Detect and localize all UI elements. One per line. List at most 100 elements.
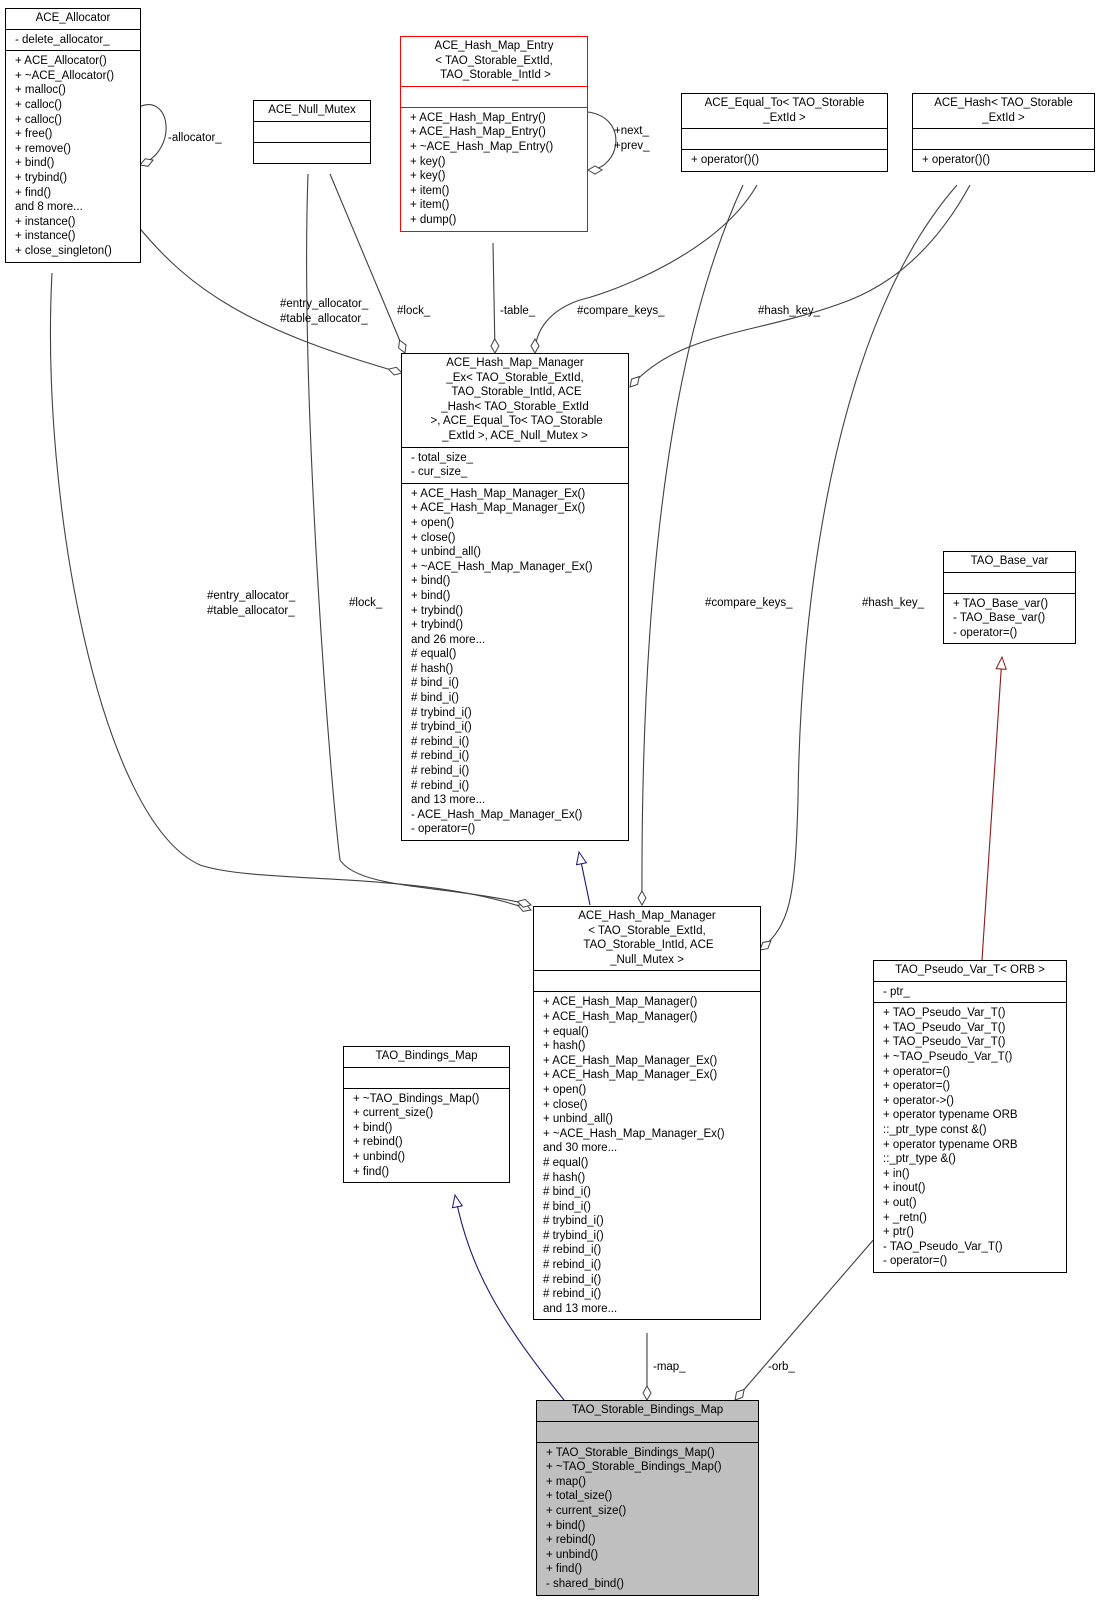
member-item: + current_size() [546,1504,627,1517]
node-operations: + TAO_Base_var()- TAO_Base_var()- operat… [944,594,1075,644]
node-ace-equal-to[interactable]: ACE_Equal_To< TAO_Storable _ExtId > + op… [681,93,888,172]
member-item: + operator()() [922,154,991,167]
member-item: # rebind_i() [543,1288,602,1301]
edge-label-allocator-self: -allocator_ [168,132,222,144]
node-tao-pseudo-var-t[interactable]: TAO_Pseudo_Var_T< ORB > - ptr_ + TAO_Pse… [873,960,1067,1273]
node-title: TAO_Bindings_Map [344,1047,509,1068]
member-item: + ACE_Hash_Map_Manager() [543,996,698,1009]
member-item: + ~TAO_Bindings_Map() [353,1092,480,1105]
member-item: + ptr() [883,1226,914,1239]
node-ace-hash[interactable]: ACE_Hash< TAO_Storable _ExtId > + operat… [912,93,1095,172]
member-item: + operator typename ORB ::_ptr_type cons… [883,1109,1018,1136]
member-item: + bind() [546,1519,586,1532]
member-item: and 13 more... [543,1302,618,1315]
allocator-self-edge [136,104,167,167]
entry-self-edge [586,111,617,175]
member-item: + _retn() [883,1211,927,1224]
member-item: + trybind() [411,604,464,617]
member-item: + dump() [410,213,457,226]
mgr-ex-inherit-edge [579,852,591,906]
member-item: + unbind_all() [411,546,482,559]
member-item: + TAO_Pseudo_Var_T() [883,1007,1006,1020]
node-title: ACE_Hash_Map_Manager < TAO_Storable_ExtI… [534,907,760,972]
node-operations: + ACE_Hash_Map_Entry()+ ACE_Hash_Map_Ent… [401,108,587,231]
entry-to-mgr-ex-edge [490,242,500,355]
node-attributes [944,573,1075,594]
member-item: + TAO_Storable_Bindings_Map() [546,1446,715,1459]
member-item: + bind() [411,589,451,602]
node-operations: + ACE_Hash_Map_Manager_Ex()+ ACE_Hash_Ma… [402,484,628,840]
node-tao-storable-bindings-map[interactable]: TAO_Storable_Bindings_Map + TAO_Storable… [536,1400,759,1596]
node-attributes [254,122,370,143]
member-item: + operator=() [883,1065,951,1078]
node-attributes: - delete_allocator_ [6,30,140,52]
base-var-inherit-edge [981,657,1002,961]
orb-edge [734,1237,876,1401]
node-attributes [537,1422,758,1443]
member-item: # bind_i() [543,1200,591,1213]
member-item: + ACE_Hash_Map_Manager_Ex() [543,1054,718,1067]
node-attributes [401,87,587,108]
member-item: # rebind_i() [543,1259,602,1272]
member-item: + TAO_Pseudo_Var_T() [883,1036,1006,1049]
member-item: + instance() [15,215,76,228]
node-attributes [344,1068,509,1089]
member-item: + find() [546,1563,583,1576]
node-attributes: - total_size_- cur_size_ [402,448,628,484]
member-item: + map() [546,1475,586,1488]
node-ace-null-mutex[interactable]: ACE_Null_Mutex [253,100,371,164]
member-item: # hash() [411,662,454,675]
member-item: + instance() [15,230,76,243]
node-attributes: - ptr_ [874,982,1066,1004]
member-item: + TAO_Base_var() [953,597,1049,610]
member-item: + in() [883,1167,910,1180]
node-ace-hash-map-manager[interactable]: ACE_Hash_Map_Manager < TAO_Storable_ExtI… [533,906,761,1321]
node-operations [254,143,370,163]
member-item: + remove() [15,142,71,155]
member-item: + ~ACE_Hash_Map_Manager_Ex() [543,1127,725,1140]
node-ace-hash-map-manager-ex[interactable]: ACE_Hash_Map_Manager _Ex< TAO_Storable_E… [401,353,629,841]
node-title: ACE_Hash_Map_Entry < TAO_Storable_ExtId,… [401,37,587,87]
member-item: + operator()() [691,154,760,167]
node-tao-base-var[interactable]: TAO_Base_var + TAO_Base_var() - TAO_Base_… [943,551,1076,645]
hash-to-mgr-ex-edge [629,184,971,388]
member-item: - TAO_Pseudo_Var_T() [883,1240,1003,1253]
node-title: ACE_Equal_To< TAO_Storable _ExtId > [682,94,887,130]
member-item: and 26 more... [411,633,486,646]
node-operations: + operator()() [682,150,887,171]
node-title: TAO_Base_var [944,552,1075,573]
edge-label-orb: -orb_ [768,1361,795,1373]
node-title: ACE_Hash_Map_Manager _Ex< TAO_Storable_E… [402,354,628,448]
node-ace-hash-map-entry[interactable]: ACE_Hash_Map_Entry < TAO_Storable_ExtId,… [400,36,588,232]
member-item: # bind_i() [411,677,459,690]
member-item: # equal() [543,1156,589,1169]
edge-label-map: -map_ [653,1361,686,1373]
edge-label-lock-1: #lock_ [397,305,431,317]
edge-label-hash-key-2: #hash_key_ [862,597,925,609]
member-item: + unbind() [353,1150,406,1163]
member-item: + free() [15,128,53,141]
member-item: + ACE_Hash_Map_Manager() [543,1010,698,1023]
member-item: # rebind_i() [411,750,470,763]
member-item: # rebind_i() [543,1244,602,1257]
member-item: - delete_allocator_ [15,33,110,46]
member-item: # trybind_i() [411,706,472,719]
member-item: - ptr_ [883,985,910,998]
member-item: + item() [410,184,450,197]
member-item: + calloc() [15,113,62,126]
member-item: + ~ACE_Hash_Map_Manager_Ex() [411,560,593,573]
member-item: + trybind() [411,619,464,632]
member-item: and 30 more... [543,1142,618,1155]
member-item: + open() [411,516,455,529]
member-item: + bind() [15,157,55,170]
edge-label-compare-keys-1: #compare_keys_ [577,305,665,317]
node-operations: + ACE_Allocator()+ ~ACE_Allocator()+ mal… [6,51,140,261]
member-item: + current_size() [353,1107,434,1120]
node-ace-allocator[interactable]: ACE_Allocator - delete_allocator_ + ACE_… [5,8,141,263]
node-tao-bindings-map[interactable]: TAO_Bindings_Map + ~TAO_Bindings_Map() + … [343,1046,510,1184]
member-item: + total_size() [546,1490,613,1503]
member-item: - TAO_Base_var() [953,612,1046,625]
member-item: + unbind_all() [543,1113,614,1126]
member-item: + malloc() [15,84,66,97]
member-item: + open() [543,1083,587,1096]
